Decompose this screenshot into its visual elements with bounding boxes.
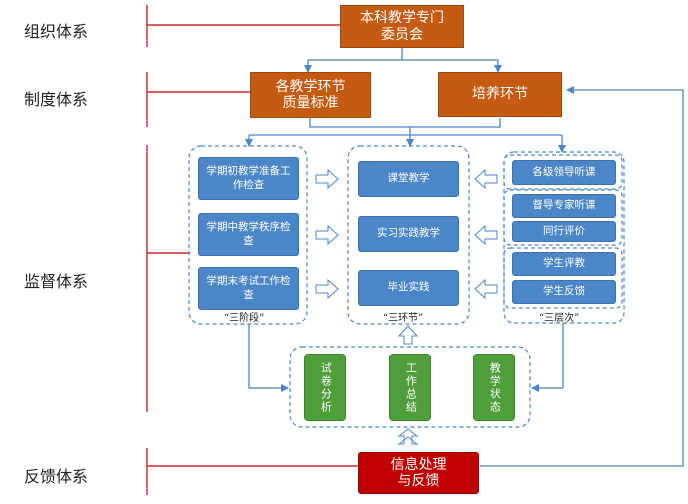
section-dividers: [146, 5, 358, 495]
analysis-label-1: 试卷分析: [319, 361, 333, 414]
side-label-supervision: 监督体系: [24, 272, 89, 291]
analysis-label-2: 工作总结: [404, 361, 418, 414]
level-label-2: 督导专家听课: [532, 199, 596, 212]
links-container: [347, 145, 470, 325]
stage-to-link-arrow-3: [315, 278, 339, 300]
level-box-3: 同行评价: [512, 221, 616, 242]
feedback-line-1: 信息处理: [390, 456, 447, 473]
quality-line-1: 各教学环节: [275, 78, 346, 95]
stage-box-3: 学期末考试工作检查: [198, 267, 299, 310]
levels-caption: “三层次”: [539, 313, 580, 324]
group-containers: [188, 145, 625, 428]
flow-arrows: [315, 168, 498, 445]
link-box-2: 实习实践教学: [358, 216, 459, 252]
levels-sub-3: [503, 247, 623, 309]
divider-supervision: [146, 145, 190, 412]
levels-to-analysis: [531, 323, 564, 392]
level2-join: [309, 118, 501, 128]
feedback-loop: [480, 86, 684, 467]
link-label-3: 毕业实践: [387, 281, 430, 294]
committee-line-1: 本科教学专门: [360, 10, 444, 27]
stage-to-link-arrow-1: [315, 168, 339, 190]
loop-connectors: [248, 86, 684, 467]
training-box: 培养环节: [438, 72, 562, 117]
link-label-1: 课堂教学: [387, 172, 430, 185]
stage-box-1: 学期初教学准备工作检查: [198, 157, 299, 200]
link-label-2: 实习实践教学: [377, 227, 440, 240]
top-connectors: [245, 48, 566, 153]
divider-org: [146, 5, 340, 47]
feedback-box: 信息处理 与反馈: [358, 452, 479, 494]
analysis-up-arrow: [397, 325, 419, 345]
link-box-3: 毕业实践: [358, 270, 459, 306]
stage-box-2: 学期中教学秩序检查: [198, 213, 299, 256]
stage-label-2: 学期中教学秩序检查: [206, 221, 291, 247]
level-label-5: 学生反馈: [543, 285, 585, 298]
analysis-container: [289, 346, 531, 428]
level-box-5: 学生反馈: [512, 280, 616, 304]
link-box-1: 课堂教学: [358, 161, 459, 197]
stage-to-link-arrow-2: [315, 224, 339, 246]
side-label-org: 组织体系: [24, 22, 89, 41]
level-box-2: 督导专家听课: [512, 194, 616, 218]
level-label-4: 学生评教: [543, 257, 585, 270]
level-box-4: 学生评教: [512, 252, 616, 276]
analysis-box-2: 工作总结: [389, 354, 431, 421]
level-to-link-arrow-3: [474, 278, 498, 300]
level-box-1: 各级领导听课: [512, 160, 616, 185]
stages-to-analysis: [248, 324, 289, 392]
divider-feedback: [146, 448, 358, 495]
stage-label-3: 学期末考试工作检查: [206, 275, 291, 301]
side-label-feedback: 反馈体系: [24, 467, 89, 486]
divider-system: [146, 72, 250, 127]
stage-label-1: 学期初教学准备工作检查: [206, 165, 291, 191]
committee-line-2: 委员会: [381, 26, 423, 43]
feedback-double-arrow: [397, 428, 419, 445]
level-to-link-arrow-2: [474, 224, 498, 246]
committee-box: 本科教学专门 委员会: [340, 5, 464, 48]
quality-line-2: 质量标准: [282, 95, 339, 111]
quality-standard-box: 各教学环节 质量标准: [250, 72, 371, 118]
stages-container: [188, 145, 308, 325]
analysis-box-1: 试卷分析: [304, 354, 346, 421]
levels-sub-1: [503, 154, 623, 190]
level-label-3: 同行评价: [543, 224, 585, 237]
side-label-system: 制度体系: [24, 90, 89, 109]
training-label: 培养环节: [472, 85, 528, 102]
analysis-label-3: 教学状态: [488, 361, 502, 414]
level-to-link-arrow-1: [474, 168, 498, 190]
links-caption: “三环节”: [383, 313, 424, 324]
stages-caption: “三阶段”: [224, 313, 265, 324]
levels-container: [503, 151, 625, 324]
level-label-1: 各级领导听课: [532, 165, 596, 178]
feedback-line-2: 与反馈: [397, 473, 440, 489]
analysis-box-3: 教学状态: [473, 354, 515, 421]
levels-sub-2: [503, 189, 623, 246]
